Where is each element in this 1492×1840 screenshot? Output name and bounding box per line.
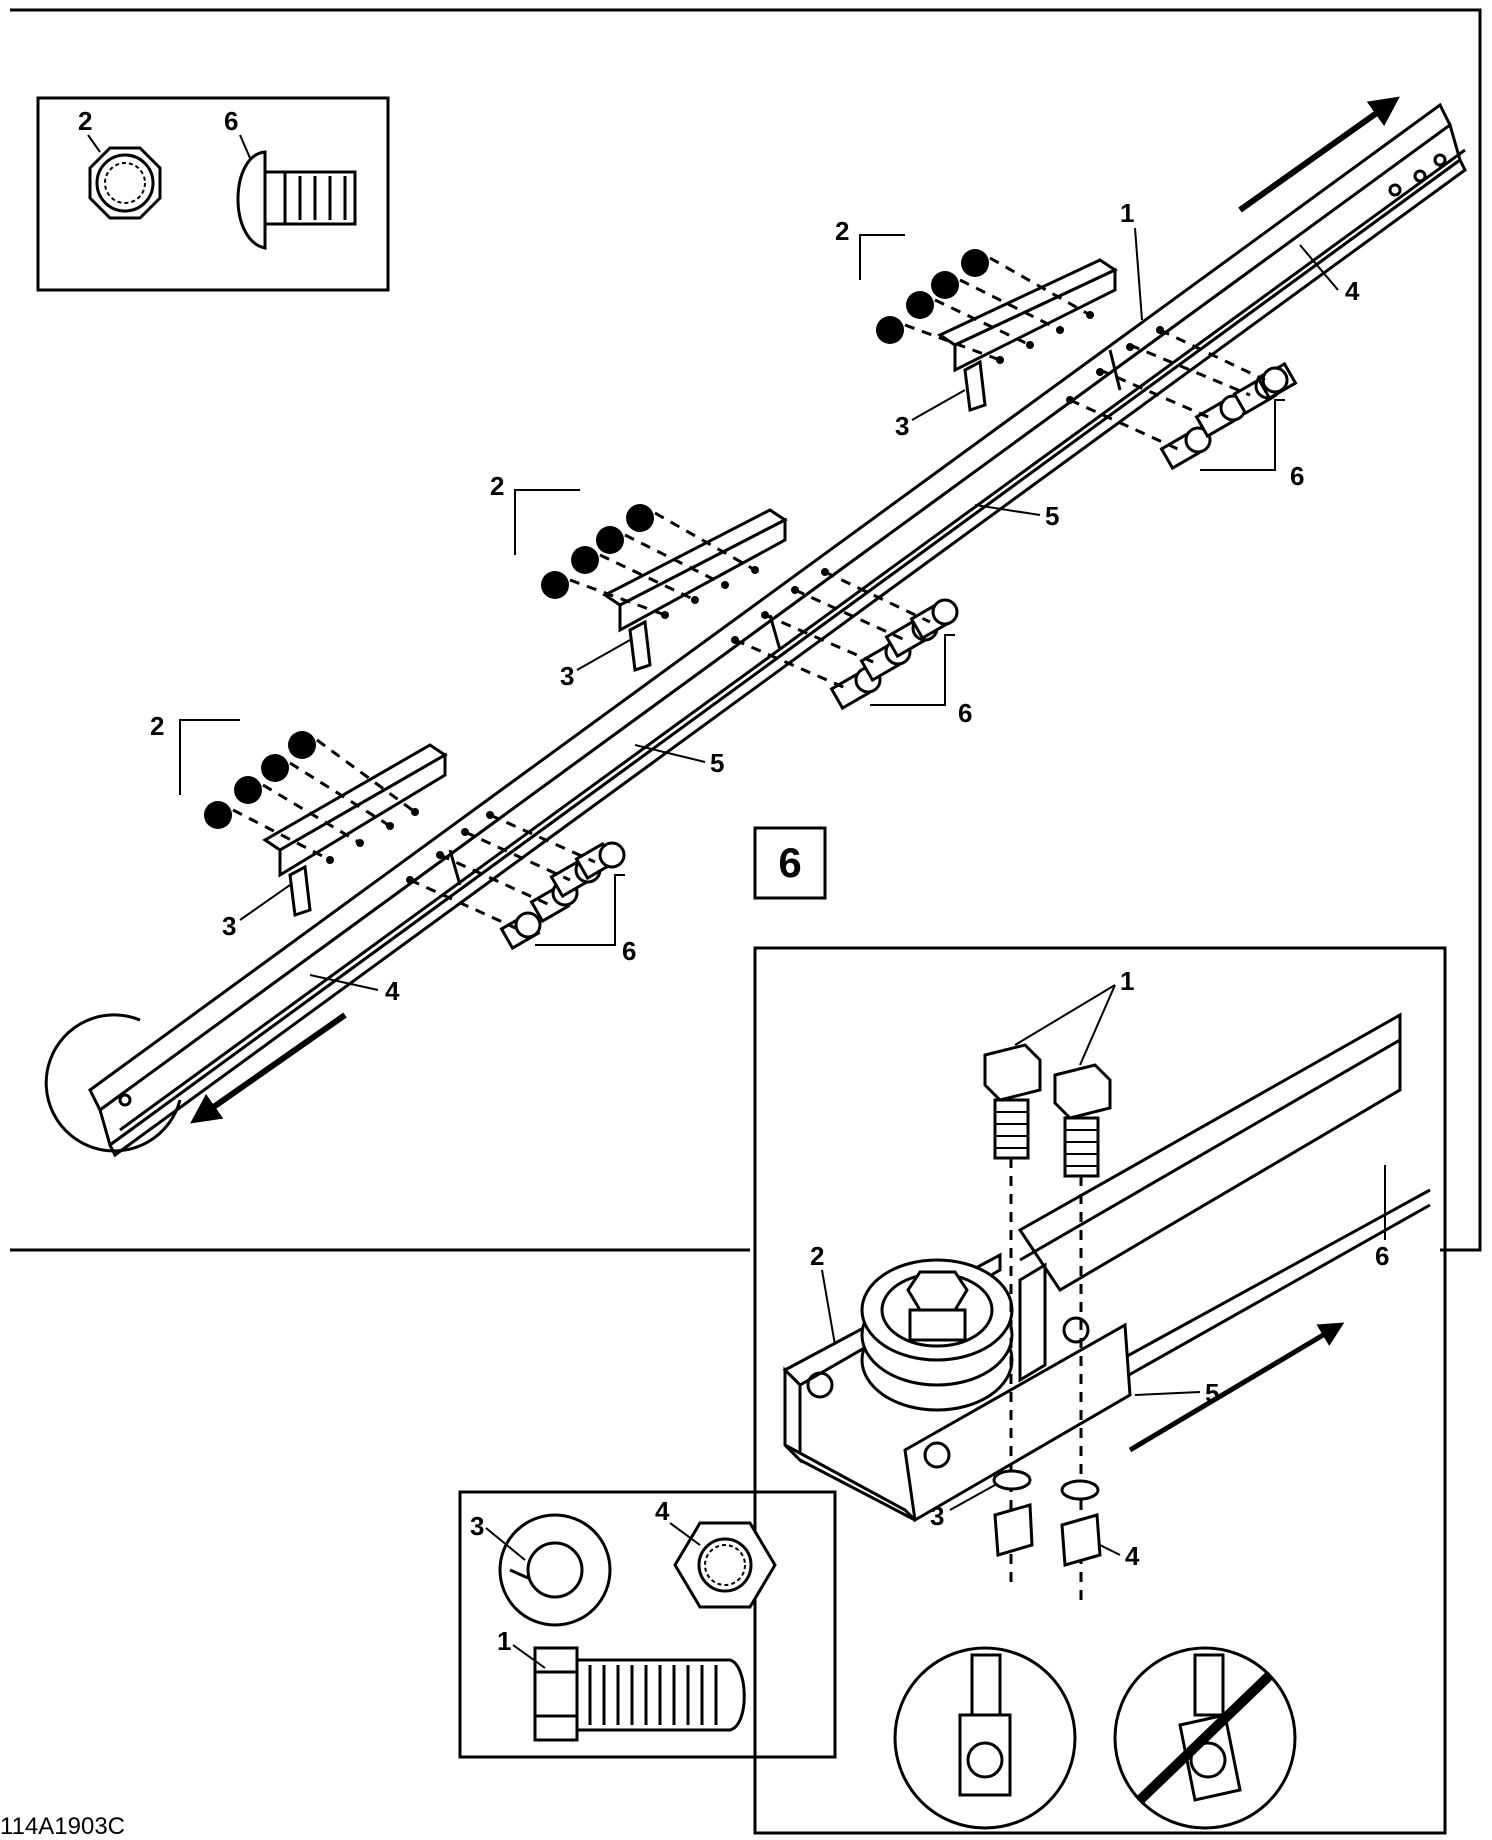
- nut-icon: [88, 146, 162, 220]
- brace-group-bottom: [179, 719, 626, 951]
- direction-arrow-down: [190, 1012, 347, 1124]
- inset-bottom-lock-washer-label: 3: [470, 1511, 484, 1541]
- detail-bracket-label: 2: [810, 1241, 824, 1271]
- callout-5-bottom: 5: [710, 748, 724, 778]
- step-number-badge: 6: [753, 826, 827, 900]
- brace-group-top: [859, 234, 1298, 471]
- detail-lock-washer-label: 3: [930, 1501, 944, 1531]
- callout-5-top: 5: [1045, 501, 1059, 531]
- hex-bolt-pair-icon: [983, 1043, 1112, 1178]
- incorrect-orientation-icon: [1113, 1646, 1297, 1830]
- inset-bottom-nut-label: 4: [655, 1496, 670, 1526]
- callout-4-top: 4: [1345, 276, 1360, 306]
- rail-end-detail-circle: [44, 1013, 182, 1153]
- detail-rail-upper-label: 6: [1375, 1241, 1389, 1271]
- hardware-inset-bottom: 3 4 1: [458, 1490, 837, 1759]
- inset-top-bolt-label: 6: [224, 106, 238, 136]
- washer-nut-stack-icon: [992, 1469, 1102, 1567]
- callout-4-bottom: 4: [385, 976, 400, 1006]
- callout-2-middle: 2: [490, 471, 504, 501]
- detail-rail-lower-label: 5: [1205, 1378, 1219, 1408]
- detail-nut-label: 4: [1125, 1541, 1140, 1571]
- inset-top-nut-label: 2: [78, 106, 92, 136]
- callout-3-top: 3: [895, 411, 909, 441]
- correct-orientation-icon: [893, 1646, 1077, 1830]
- detail-bolt-label: 1: [1120, 966, 1134, 996]
- brace-group-middle: [514, 489, 959, 711]
- detail-view: 1 2 6 5 3 4: [753, 946, 1447, 1835]
- pulley-icon: [860, 1258, 1014, 1412]
- lock-washer-icon: [498, 1513, 612, 1627]
- callout-6-bottom: 6: [622, 936, 636, 966]
- inset-bottom-bolt-label: 1: [497, 1626, 511, 1656]
- hardware-inset-top: 2 6: [36, 96, 390, 292]
- callout-6-middle: 6: [958, 698, 972, 728]
- direction-arrow-up: [1238, 96, 1400, 213]
- hex-bolt-icon: [533, 1646, 746, 1742]
- drawing-code: 114A1903C: [0, 1813, 125, 1840]
- callout-3-middle: 3: [560, 661, 574, 691]
- main-callouts: 2 2 2 1 4 4 5 5 3 3 3 6 6 6: [150, 198, 1360, 1006]
- rail-assembly: [88, 102, 1467, 1158]
- callout-2-bottom: 2: [150, 711, 164, 741]
- callout-1: 1: [1120, 198, 1134, 228]
- callout-2-top: 2: [835, 216, 849, 246]
- carriage-bolt-icon: [236, 150, 357, 250]
- callout-6-top: 6: [1290, 461, 1304, 491]
- hex-nut-icon: [673, 1521, 777, 1609]
- main-assembly-frame: [10, 8, 1482, 1252]
- callout-3-bottom: 3: [222, 911, 236, 941]
- svg-text:6: 6: [778, 839, 801, 886]
